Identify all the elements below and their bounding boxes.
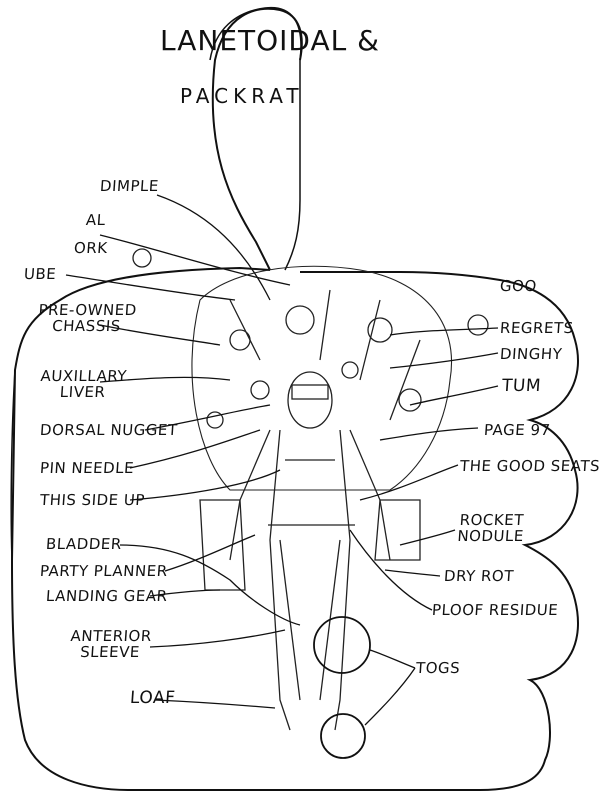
label-dinghy: DINGHY bbox=[499, 345, 563, 363]
label-ork: ORK bbox=[73, 239, 109, 257]
label-rocket-nodule: ROCKET NODULE bbox=[456, 511, 526, 545]
label-ube: UBE bbox=[23, 265, 57, 283]
leader-lines bbox=[65, 194, 499, 726]
title-line-2: PACKRAT bbox=[180, 84, 304, 108]
label-dimple: DIMPLE bbox=[99, 177, 160, 195]
figure bbox=[132, 248, 489, 731]
label-tum: TUM bbox=[501, 376, 542, 396]
label-rocket-line1: ROCKET bbox=[459, 511, 525, 529]
title-line-1: LANETOIDAL & bbox=[160, 24, 380, 57]
label-anterior-line2: SLEEVE bbox=[79, 643, 141, 661]
label-landing-gear: LANDING GEAR bbox=[45, 587, 169, 605]
label-rocket-line2: NODULE bbox=[456, 527, 525, 545]
label-aux-line1: AUXILLARY bbox=[39, 367, 128, 385]
label-goo: GOO bbox=[499, 277, 538, 295]
label-dorsal-nugget: DORSAL NUGGET bbox=[39, 421, 179, 439]
label-this-side-up: THIS SIDE UP bbox=[39, 491, 146, 509]
label-aux-line2: LIVER bbox=[59, 383, 106, 401]
label-bladder: BLADDER bbox=[45, 535, 123, 553]
togs-circle-knee bbox=[313, 616, 371, 674]
label-anterior-sleeve: ANTERIOR SLEEVE bbox=[69, 627, 153, 661]
label-regrets: REGRETS bbox=[499, 319, 575, 337]
togs-circle-foot bbox=[320, 713, 366, 759]
label-pre-owned-chassis: PRE-OWNED CHASSIS bbox=[37, 301, 138, 335]
label-al: AL bbox=[85, 211, 107, 229]
label-dry-rot: DRY ROT bbox=[443, 567, 515, 585]
label-anterior-line1: ANTERIOR bbox=[69, 627, 153, 645]
label-the-good-seats: THE GOOD SEATS bbox=[459, 457, 600, 475]
label-party-planner: PARTY PLANNER bbox=[39, 562, 169, 580]
label-pre-owned-line1: PRE-OWNED bbox=[37, 301, 138, 319]
label-togs: TOGS bbox=[415, 659, 461, 677]
label-loaf: LOAF bbox=[129, 688, 177, 708]
label-auxillary-liver: AUXILLARY LIVER bbox=[39, 367, 128, 401]
label-ploof-residue: PLOOF RESIDUE bbox=[431, 601, 559, 619]
label-page-97: PAGE 97 bbox=[483, 421, 552, 439]
label-pre-owned-line2: CHASSIS bbox=[51, 317, 122, 335]
label-pin-needle: PIN NEEDLE bbox=[39, 459, 135, 477]
